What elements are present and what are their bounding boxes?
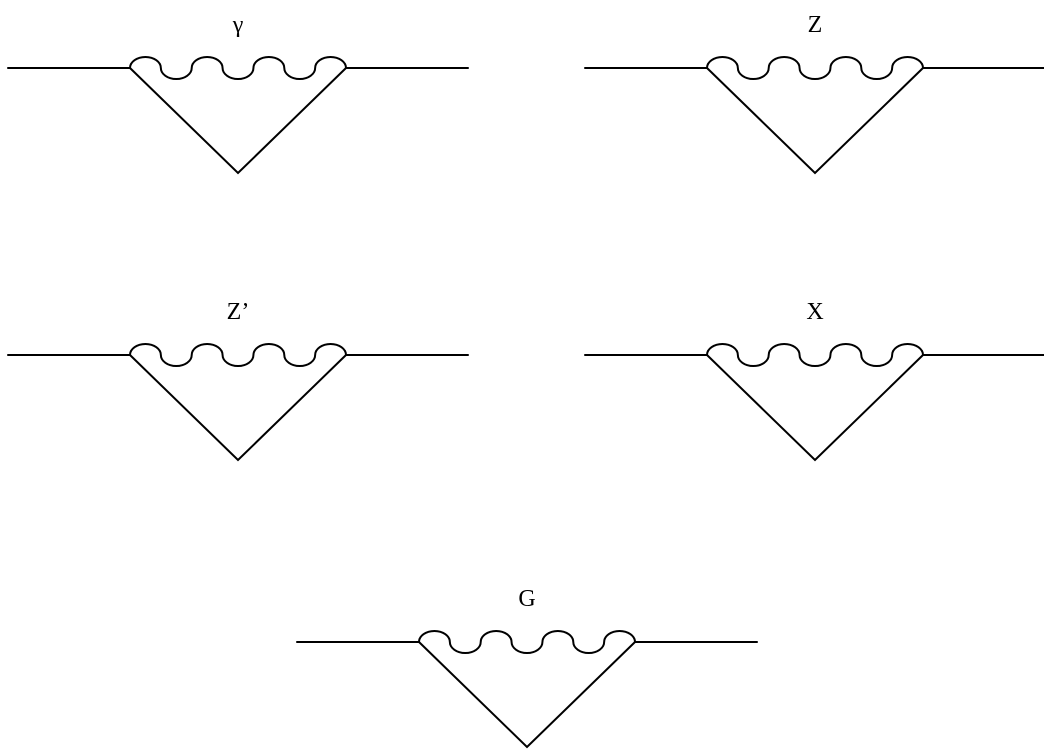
feynman-diagram-x: X: [584, 299, 1044, 462]
internal-fermion-vertex: [129, 67, 347, 175]
internal-fermion-vertex: [706, 354, 924, 462]
diagram-label-g: G: [518, 586, 535, 612]
internal-fermion-vertex: [706, 67, 924, 175]
feynman-diagram-g: G: [296, 586, 758, 749]
virtual-boson-propagator: [129, 56, 347, 80]
diagram-label-photon: γ: [232, 12, 244, 38]
internal-fermion-vertex: [418, 641, 636, 749]
virtual-boson-propagator: [706, 343, 924, 367]
internal-fermion-vertex: [129, 354, 347, 462]
feynman-diagram-z-prime: Z’: [7, 299, 469, 462]
feynman-diagram-z: Z: [584, 12, 1044, 175]
diagram-label-z: Z: [808, 12, 823, 38]
diagram-label-x: X: [806, 299, 823, 325]
virtual-boson-propagator: [706, 56, 924, 80]
diagram-label-z-prime: Z’: [227, 299, 250, 325]
virtual-boson-propagator: [129, 343, 347, 367]
feynman-diagram-photon: γ: [7, 12, 469, 175]
virtual-boson-propagator: [418, 630, 636, 654]
